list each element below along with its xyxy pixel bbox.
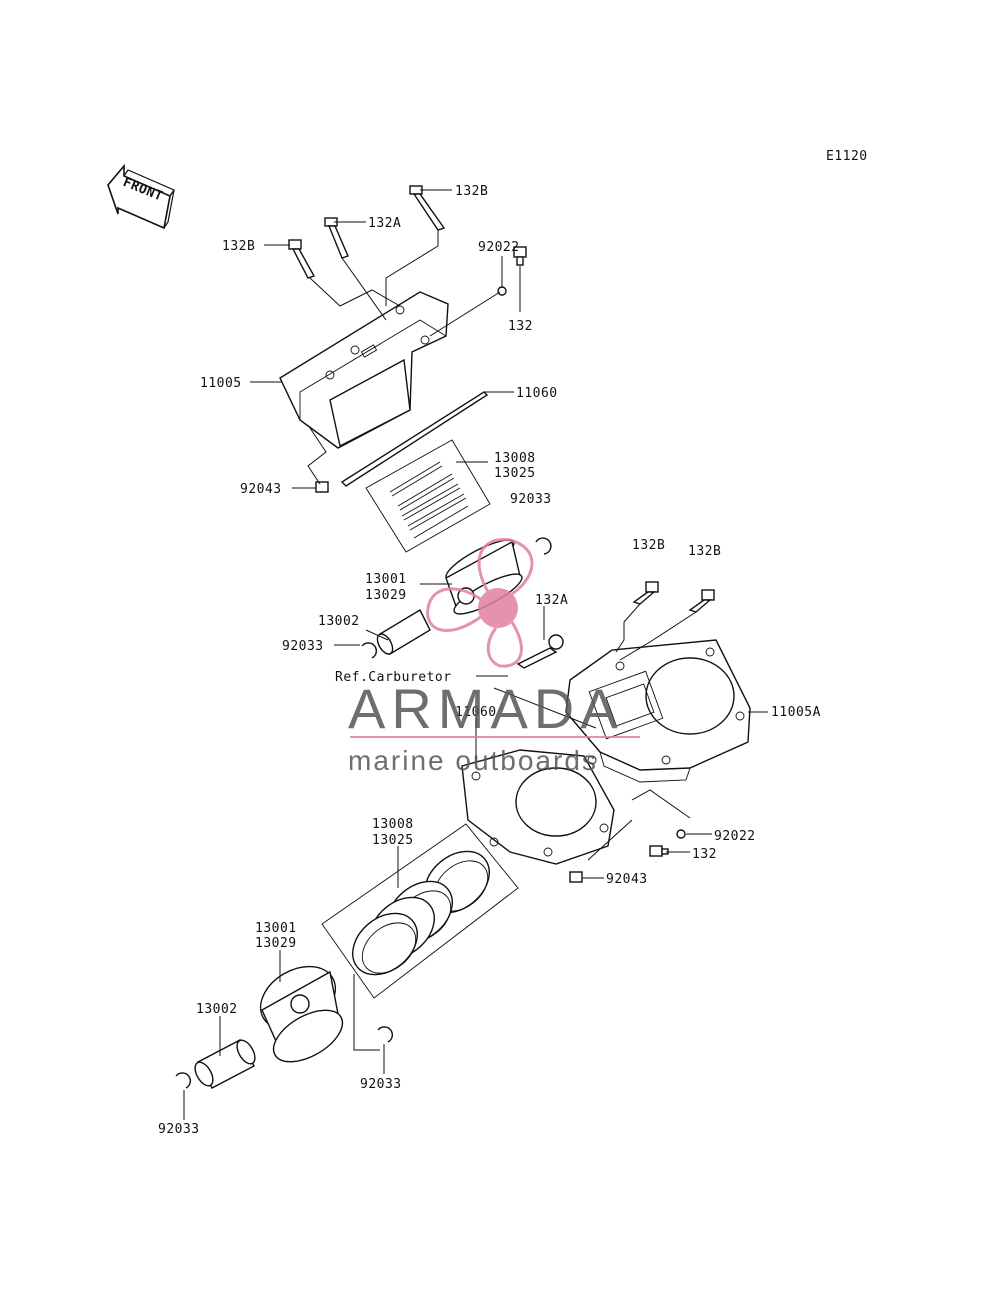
propeller-logo-icon [426,538,534,668]
label-13029: 13029 [365,588,407,603]
leader-lines [183,189,768,1120]
label-11060: 11060 [516,386,558,401]
clip-92033-top-left [361,642,378,659]
diagram-code: E1120 [826,149,868,164]
label-13029: 13029 [255,936,297,951]
label-132b: 132B [632,538,665,553]
label-11005: 11005 [200,376,242,391]
piston-13001-low [259,965,344,1063]
piston-rings-box-low [321,823,519,999]
label-132b: 132B [688,544,721,559]
cylinder-head-11005 [279,291,449,449]
bolt-132b-top-right [409,185,446,231]
clip-92033-top [535,537,552,555]
label-132: 132 [692,847,717,862]
base-gasket-11060 [461,749,615,865]
piston-pin-13002-top [376,609,431,655]
brand-wordmark: ARMADA [348,677,624,740]
head-gasket-11060 [340,391,489,487]
callout-labels: 132B 132A 132B 92022 132 11005 11060 130… [158,184,821,1137]
piston-rings-box-top [365,439,491,553]
bolt-132-mid [649,845,669,857]
brand-underline [350,736,640,738]
label-13008: 13008 [372,817,414,832]
label-92043: 92043 [606,872,648,887]
label-92022: 92022 [714,829,756,844]
bolt-132a-top [324,217,349,259]
piston-rings-top [389,461,469,539]
label-132b: 132B [222,239,255,254]
label-92033: 92033 [282,639,324,654]
clip-92033-low-left [175,1072,192,1089]
label-13001: 13001 [255,921,297,936]
label-13008: 13008 [494,451,536,466]
label-ref-carburetor: Ref.Carburetor [335,670,452,685]
piston-rings-low [352,850,490,976]
bolt-132b-mid-b [688,589,715,613]
front-arrow-icon: FRONT [107,163,175,230]
brand-tagline: marine outboards [348,745,598,776]
dowel-92043-mid [569,871,583,883]
label-132a: 132A [368,216,401,231]
label-92033: 92033 [158,1122,200,1137]
label-132a: 132A [535,593,568,608]
label-92022: 92022 [478,240,520,255]
bolt-132b-top-left [288,239,316,279]
label-11005a: 11005A [771,705,821,720]
bolt-132-top [513,246,527,266]
label-92043: 92043 [240,482,282,497]
dowel-92043-top [315,481,329,493]
washer-92022-mid [676,829,686,839]
clip-92033-low-right [377,1026,394,1043]
label-132b: 132B [455,184,488,199]
washer-92022-top [497,286,507,296]
piston-pin-13002-low [194,1039,256,1089]
bolt-132a-mid [516,634,564,669]
label-13002: 13002 [196,1002,238,1017]
label-13025: 13025 [372,833,414,848]
label-11060: 11060 [455,705,497,720]
label-13002: 13002 [318,614,360,629]
label-92033: 92033 [510,492,552,507]
label-13025: 13025 [494,466,536,481]
armada-watermark: ARMADA marine outboards [348,538,640,776]
label-132: 132 [508,319,533,334]
label-92033: 92033 [360,1077,402,1092]
label-13001: 13001 [365,572,407,587]
bolt-132b-mid-a [632,581,659,605]
